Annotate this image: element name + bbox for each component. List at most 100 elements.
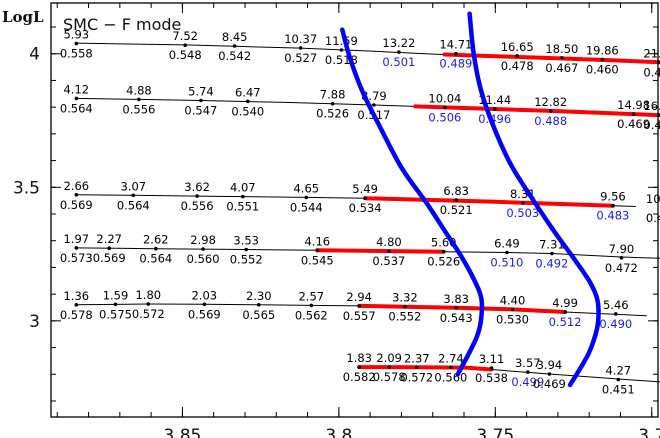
amplitude-label: 0.545 [301,253,334,267]
model-point [611,203,615,208]
amplitude-label: 0.543 [440,311,473,325]
amplitude-label: 0.565 [242,308,275,322]
period-label: 2.94 [346,290,372,304]
amplitude-label: 0.478 [501,59,534,73]
instability-edge-blue [340,27,485,377]
amplitude-label: 0.510 [490,256,523,270]
period-label: 10.37 [284,32,317,46]
y-tick-label: 3 [29,312,40,332]
model-point [550,251,554,256]
model-point [387,365,392,369]
model-point [154,246,158,251]
model-point [339,48,344,52]
period-label: 2.03 [191,288,217,302]
amplitude-label: 0.492 [535,257,568,271]
model-point [246,99,250,104]
model-point [560,56,564,60]
period-label: 10.32 [646,192,660,206]
amplitude-label: 0.489 [439,57,472,71]
amplitude-label: 0.503 [506,206,539,220]
period-label: 3.53 [233,234,259,248]
period-label: 1.80 [135,288,161,302]
model-point [202,302,207,307]
model-point [505,250,509,255]
model-point [309,303,314,308]
period-label: 4.88 [126,83,152,97]
instability-edge-red [467,11,601,388]
model-point [241,194,245,199]
period-label: 3.57 [515,356,541,370]
model-point [563,310,567,314]
amplitude-label: 0.569 [93,251,126,265]
period-label: 5.74 [188,85,214,99]
amplitude-label: 0.501 [382,55,415,69]
model-point [146,302,151,306]
amplitude-label: 0.569 [188,307,221,321]
model-point [74,246,79,250]
model-point [616,377,621,382]
y-tick-label: 4 [29,45,40,65]
amplitude-label: 0.548 [169,48,202,62]
amplitude-label: 0.534 [349,201,382,215]
model-point [547,372,552,376]
model-point [113,302,118,307]
period-label: 3.11 [479,352,505,366]
track-4: 1.970.5732.270.5692.620.5642.980.5603.53… [60,232,660,275]
amplitude-label: 0.562 [295,308,328,322]
amplitude-label: 0.527 [284,51,317,65]
y-axis-label: LogL [2,8,44,26]
model-point [137,97,141,102]
model-point [415,365,419,370]
period-label: 16.39 [643,99,660,113]
period-label: 2.98 [190,233,216,247]
period-label: 13.22 [382,36,415,50]
track-2: 4.120.5644.880.5565.740.5476.470.5407.88… [60,82,660,132]
plot-area: 5.930.5587.520.5488.450.54210.370.52711.… [60,11,660,397]
model-point [387,249,391,253]
model-point [195,194,199,198]
instability-strip-segment [442,52,660,65]
period-label: 12.82 [534,95,567,109]
amplitude-label: 0.560 [187,252,220,266]
period-label: 2.62 [143,233,169,247]
amplitude-label: 0.540 [231,104,264,118]
model-point [74,303,79,307]
period-label: 4.80 [376,235,402,249]
x-tick-label: 3.75 [476,426,514,438]
model-point [619,255,624,260]
period-label: 4.99 [552,296,578,310]
model-point [397,50,401,54]
model-point [298,46,303,50]
model-point [403,304,407,309]
period-label: 5.93 [63,28,89,42]
amplitude-label: 0.488 [534,114,567,128]
track-5: 1.360.5781.590.5751.800.5722.030.5692.30… [60,288,647,331]
period-label: 2.37 [404,351,430,365]
track-6: 1.830.5822.090.5782.370.5722.740.5603.11… [343,351,660,397]
model-point [183,43,187,47]
amplitude-label: 0.564 [60,101,93,115]
period-label: 2.57 [298,289,324,303]
period-label: 14.71 [439,38,472,52]
amplitude-label: 0.564 [139,252,172,266]
model-point [631,112,636,116]
amplitude-label: 0.512 [549,315,582,329]
y-tick-label: 3.5 [13,178,40,198]
amplitude-label: 0.506 [428,110,461,124]
x-tick-label: 3.8 [325,426,352,438]
model-point [131,193,136,198]
amplitude-label: 0.575 [99,307,132,321]
track-3: 2.660.5693.070.5643.620.5564.070.5514.65… [60,179,660,225]
amplitude-label: 0.582 [343,370,376,384]
amplitude-label: 0.521 [440,203,473,217]
amplitude-label: 0.557 [343,309,376,323]
model-point [548,109,553,113]
model-point [600,57,605,62]
period-label: 7.90 [609,242,635,256]
model-point [232,44,237,48]
amplitude-label: 0.578 [60,308,93,322]
period-label: 2.09 [376,351,402,365]
model-point [199,98,203,103]
period-label: 11.59 [325,34,358,48]
panel-title: SMC − F mode [63,15,181,34]
